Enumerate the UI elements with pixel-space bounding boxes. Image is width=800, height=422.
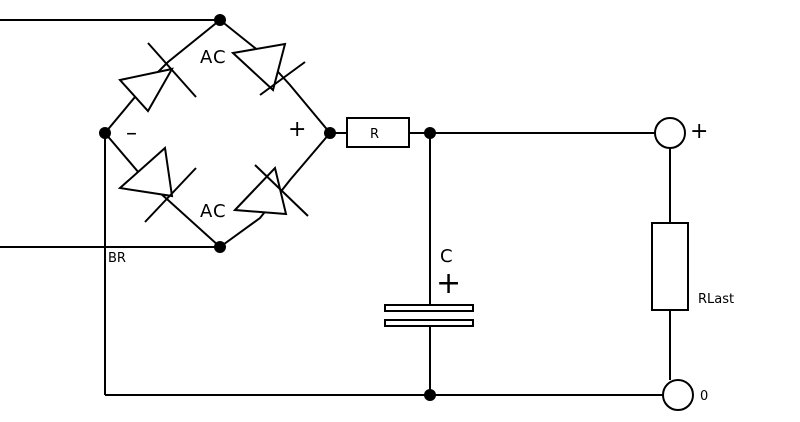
- label-rlast: RLast: [698, 292, 734, 307]
- label-bridge-plus: +: [288, 117, 306, 142]
- label-resistor: R: [370, 127, 379, 142]
- diode-upper-left: [118, 42, 197, 113]
- load-resistor: [651, 222, 689, 311]
- diode-lower-left: [117, 146, 197, 223]
- label-bridge-minus: –: [126, 121, 137, 146]
- label-ac-bottom: AC: [200, 201, 227, 222]
- label-output-plus: +: [690, 119, 708, 144]
- output-terminal-positive: [654, 117, 686, 149]
- label-output-zero: 0: [700, 389, 708, 404]
- node-ac-bottom: [214, 241, 226, 253]
- label-br: BR: [108, 251, 126, 266]
- label-capacitor: C: [440, 246, 454, 267]
- diode-lower-right: [232, 164, 309, 217]
- diode-upper-right: [230, 42, 306, 96]
- label-capacitor-plus: +: [436, 266, 461, 301]
- label-ac-top: AC: [200, 47, 227, 68]
- node-ac-top: [214, 14, 226, 26]
- capacitor-plate-top: [384, 304, 474, 312]
- capacitor-plate-bottom: [384, 319, 474, 327]
- output-terminal-zero: [662, 379, 694, 411]
- node-capacitor-bottom: [424, 389, 436, 401]
